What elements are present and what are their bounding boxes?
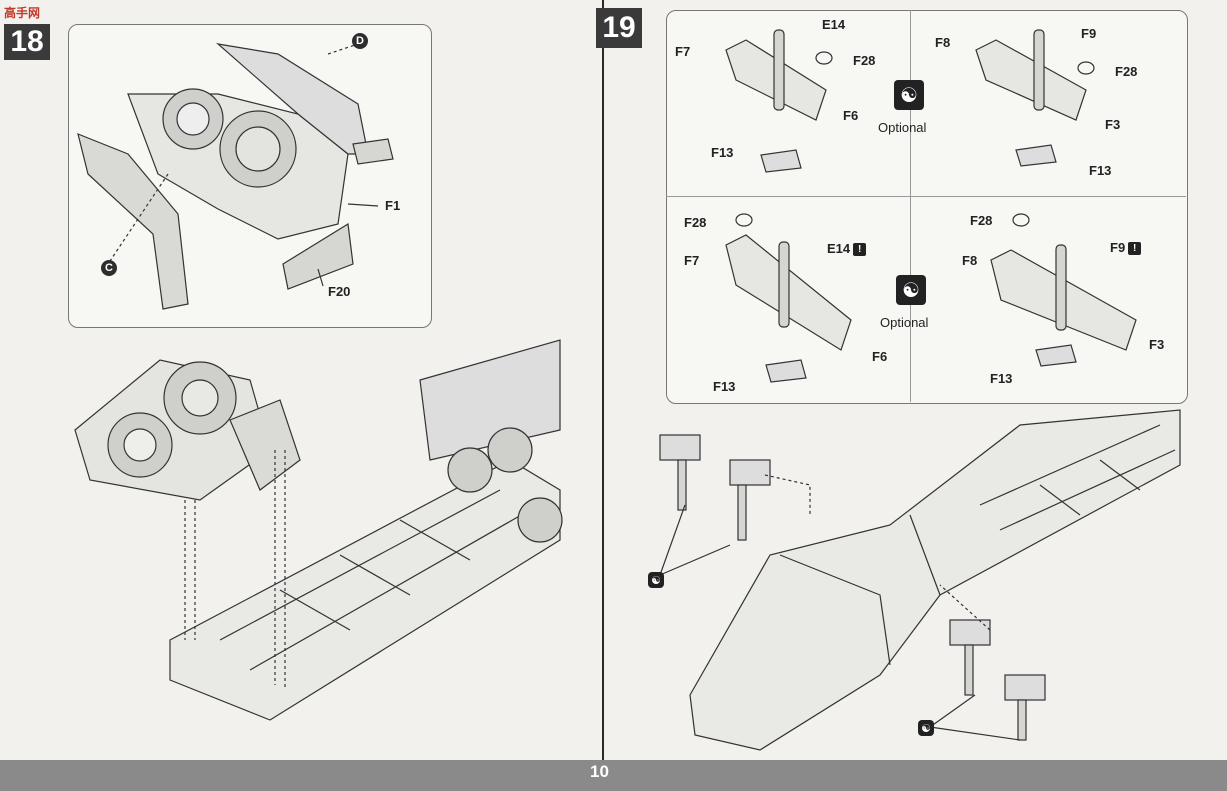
panel-horizontal-divider	[666, 196, 1186, 197]
panel-vertical-divider	[910, 10, 911, 402]
br-label-f13: F13	[990, 371, 1013, 386]
bl-label-f7: F7	[684, 253, 700, 268]
step-18-detail-drawing	[77, 43, 394, 310]
bl-label-e14: E14	[827, 241, 851, 256]
step-18-number: 18	[4, 24, 50, 60]
tl-label-e14: E14	[822, 17, 846, 32]
br-label-f28: F28	[970, 213, 993, 228]
optional-label-bottom: Optional	[880, 315, 929, 330]
optional-yin-yang-icon: ☯	[896, 275, 926, 305]
br-label-f3: F3	[1149, 337, 1165, 352]
optional-yin-yang-icon: ☯	[894, 80, 924, 110]
bl-label-f13: F13	[713, 379, 736, 394]
part-label-f1: F1	[385, 198, 401, 213]
callout-d: D	[352, 33, 368, 49]
step-18-main-drawing	[74, 339, 563, 721]
bl-label-f28: F28	[684, 215, 707, 230]
tr-label-f28: F28	[1115, 64, 1138, 79]
tl-label-f6: F6	[843, 108, 859, 123]
step-19-main-drawing	[659, 409, 1181, 751]
tr-label-f8: F8	[935, 35, 951, 50]
page-footer-bar	[0, 760, 1227, 791]
tl-label-f13: F13	[711, 145, 734, 160]
optional-yin-yang-icon: ☯	[648, 572, 664, 588]
page-number: 10	[590, 762, 609, 781]
br-label-f9: F9	[1110, 240, 1126, 255]
warning-icon: !	[853, 243, 867, 257]
br-label-f8: F8	[962, 253, 978, 268]
tr-label-f3: F3	[1105, 117, 1121, 132]
site-watermark: 高手网	[4, 6, 41, 20]
tr-label-f13: F13	[1089, 163, 1112, 178]
warning-icon: !	[1128, 242, 1142, 256]
options-drawings	[725, 29, 1137, 383]
tl-label-f28: F28	[853, 53, 876, 68]
bl-label-f6: F6	[872, 349, 888, 364]
page-gutter	[602, 0, 604, 760]
tl-label-f7: F7	[675, 44, 691, 59]
part-label-f20: F20	[328, 284, 351, 299]
step-19-number: 19	[596, 8, 642, 48]
callout-c: C	[101, 260, 117, 276]
optional-label-top: Optional	[878, 120, 927, 135]
optional-yin-yang-icon: ☯	[918, 720, 934, 736]
tr-label-f9: F9	[1081, 26, 1097, 41]
